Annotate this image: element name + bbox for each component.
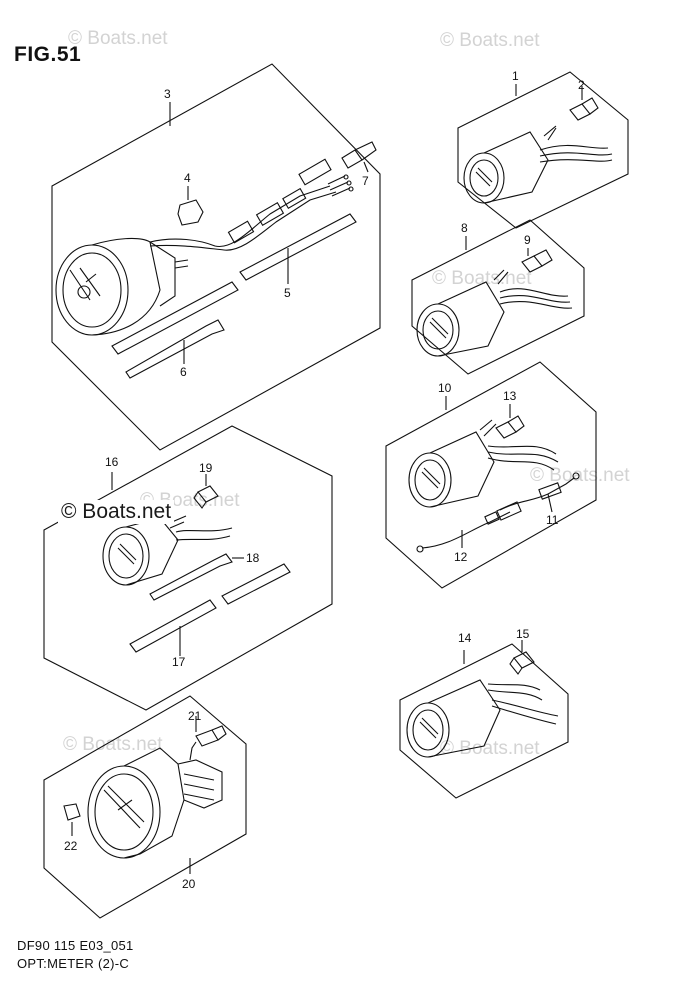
- callout-13: 13: [503, 389, 517, 403]
- part-2-bulb: [569, 86, 599, 121]
- group-frame-8: [411, 219, 585, 375]
- callout-19: 19: [199, 461, 213, 475]
- part-21-bulb: [195, 716, 227, 747]
- group-frame-14: [399, 643, 569, 799]
- watermark: © Boats.net: [68, 28, 168, 49]
- figure-caption: OPT:METER (2)-C: [17, 956, 130, 971]
- part-19-bulb: [193, 474, 219, 509]
- callout-11: 11: [546, 513, 559, 527]
- callout-15: 15: [516, 627, 530, 641]
- callout-21: 21: [188, 709, 202, 723]
- callout-2: 2: [578, 78, 585, 92]
- part-22-bulb: [63, 803, 81, 836]
- callout-12: 12: [454, 550, 468, 564]
- part-5-tube: [111, 213, 357, 355]
- meter-10: [408, 419, 559, 508]
- part-11-wire: [499, 472, 580, 513]
- part-6-tie: [125, 319, 225, 379]
- meter-16: [102, 515, 233, 586]
- part-15-bulb: [509, 640, 535, 675]
- part-12-wire: [416, 501, 522, 553]
- meter-20: [87, 741, 223, 859]
- callout-14: 14: [458, 631, 472, 645]
- callout-3: 3: [164, 87, 171, 101]
- watermark: © Boats.net: [63, 734, 163, 755]
- part-17-tube: [129, 563, 291, 656]
- callout-8: 8: [461, 221, 468, 235]
- watermark: © Boats.net: [440, 738, 540, 759]
- callout-6: 6: [180, 365, 187, 379]
- harness-3: [149, 185, 331, 248]
- callout-4: 4: [184, 171, 191, 185]
- callout-16: 16: [105, 455, 119, 469]
- callout-22: 22: [64, 839, 78, 853]
- callout-18: 18: [246, 551, 260, 565]
- callout-10: 10: [438, 381, 452, 395]
- figure-title: FIG.51: [14, 43, 82, 66]
- part-4-socket: [177, 186, 204, 226]
- meter-3: [55, 237, 189, 336]
- figure-code: DF90 115 E03_051: [17, 938, 134, 953]
- meter-14: [406, 679, 559, 758]
- meter-1: [463, 125, 613, 204]
- group-frame-16: [43, 425, 333, 711]
- part-9-bulb: [521, 248, 553, 273]
- watermark: © Boats.net: [440, 30, 540, 51]
- callout-labels: 3 4 7 5 6 1 2 8 9 10 13 11 12 16 19 18 1…: [64, 69, 585, 891]
- meter-8: [416, 269, 573, 357]
- callout-1: 1: [512, 69, 519, 83]
- part-13-bulb: [495, 404, 525, 439]
- part-18-tie: [149, 553, 244, 601]
- group-frame-3: [51, 63, 381, 451]
- group-frame-20: [43, 695, 247, 919]
- callout-17: 17: [172, 655, 186, 669]
- callout-20: 20: [182, 877, 196, 891]
- group-frame-10: [385, 361, 597, 589]
- part-7-bulb: [341, 141, 377, 173]
- watermark-emphasized: © Boats.net: [58, 500, 175, 524]
- group-frame-1: [457, 71, 629, 229]
- watermark: © Boats.net: [530, 465, 630, 486]
- callout-5: 5: [284, 286, 291, 300]
- callout-7: 7: [362, 174, 369, 188]
- callout-9: 9: [524, 233, 531, 247]
